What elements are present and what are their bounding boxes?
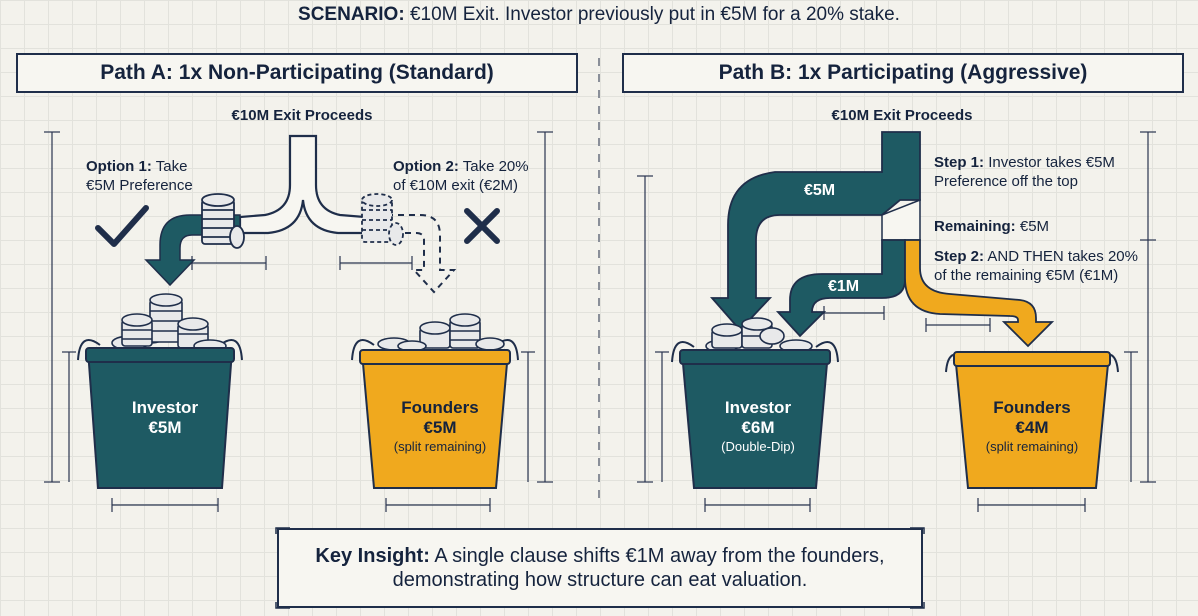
founders-a-name: Founders (401, 398, 479, 417)
option1-desc: Take (155, 158, 188, 175)
option1-text: Option 1: Take €5M Preference (86, 157, 236, 195)
investor-b-note: (Double-Dip) (721, 439, 795, 454)
scenario-header: SCENARIO: €10M Exit. Investor previously… (0, 4, 1198, 26)
founders-bucket-a-label: Founders €5M (split remaining) (370, 398, 510, 455)
coin-stack-a-right (361, 193, 404, 246)
founders-bucket-b (945, 351, 1119, 489)
scenario-label: SCENARIO: (298, 4, 405, 25)
option2-dashed-arrow (365, 214, 457, 294)
remaining-label: Remaining: (934, 218, 1016, 235)
split-pipe-a (238, 134, 367, 235)
flow-1m-arrow (775, 239, 906, 338)
option2-line2: of €10M exit (€2M) (393, 177, 519, 194)
scenario-text: €10M Exit. Investor previously put in €5… (409, 4, 900, 25)
flow-orange-arrow (904, 239, 1055, 348)
founders-b-name: Founders (993, 398, 1071, 417)
step2-label: Step 2: (934, 248, 985, 265)
step2-line2: of the remaining €5M (€1M) (934, 267, 1119, 284)
step1-line2: Preference off the top (934, 173, 1078, 190)
path-b-proceeds: €10M Exit Proceeds (831, 107, 973, 124)
option2-label: Option 2: (393, 158, 459, 175)
founders-bucket-a (351, 313, 519, 489)
investor-b-name: Investor (724, 398, 792, 417)
cross-icon (464, 208, 500, 244)
path-b-title: Path B: 1x Participating (Aggressive) (622, 53, 1184, 93)
insight-label: Key Insight: (315, 545, 430, 567)
investor-a-name: Investor (131, 398, 199, 417)
flow-5m-arrow (710, 131, 921, 332)
coin-stack-a-left (201, 193, 245, 249)
founders-bucket-b-label: Founders €4M (split remaining) (962, 398, 1102, 455)
remaining-value: €5M (1019, 218, 1050, 235)
step1-label: Step 1: (934, 154, 985, 171)
founders-b-value: €4M (1015, 418, 1049, 437)
investor-bucket-b (671, 317, 839, 489)
insight-line2: demonstrating how structure can eat valu… (392, 569, 808, 591)
founders-a-note: (split remaining) (393, 439, 487, 454)
check-icon (95, 205, 149, 247)
key-insight-box: Key Insight: A single clause shifts €1M … (277, 528, 923, 608)
founders-b-note: (split remaining) (985, 439, 1079, 454)
option2-desc: Take 20% (462, 158, 529, 175)
option1-label: Option 1: (86, 158, 152, 175)
path-a-title: Path A: 1x Non-Participating (Standard) (16, 53, 578, 93)
flow-1m-label: €1M (828, 278, 860, 295)
option1-line2: €5M Preference (86, 177, 193, 194)
step2-desc: AND THEN takes 20% (987, 248, 1138, 265)
remaining-text: Remaining: €5M (934, 217, 1134, 236)
insight-line1: A single clause shifts €1M away from the… (434, 545, 885, 567)
step2-text: Step 2: AND THEN takes 20% of the remain… (934, 247, 1144, 285)
investor-bucket-a (77, 293, 243, 489)
dimension-lines-a (44, 131, 553, 512)
option2-text: Option 2: Take 20% of €10M exit (€2M) (393, 157, 573, 195)
founders-a-value: €5M (423, 418, 457, 437)
step1-text: Step 1: Investor takes €5M Preference of… (934, 153, 1134, 191)
investor-bucket-b-label: Investor €6M (Double-Dip) (688, 398, 828, 455)
investor-a-value: €5M (148, 418, 182, 437)
investor-b-value: €6M (741, 418, 775, 437)
path-a-proceeds: €10M Exit Proceeds (231, 107, 373, 124)
step1-desc: Investor takes €5M (988, 154, 1115, 171)
flow-5m-label: €5M (804, 182, 836, 199)
investor-bucket-a-label: Investor €5M (98, 398, 232, 438)
